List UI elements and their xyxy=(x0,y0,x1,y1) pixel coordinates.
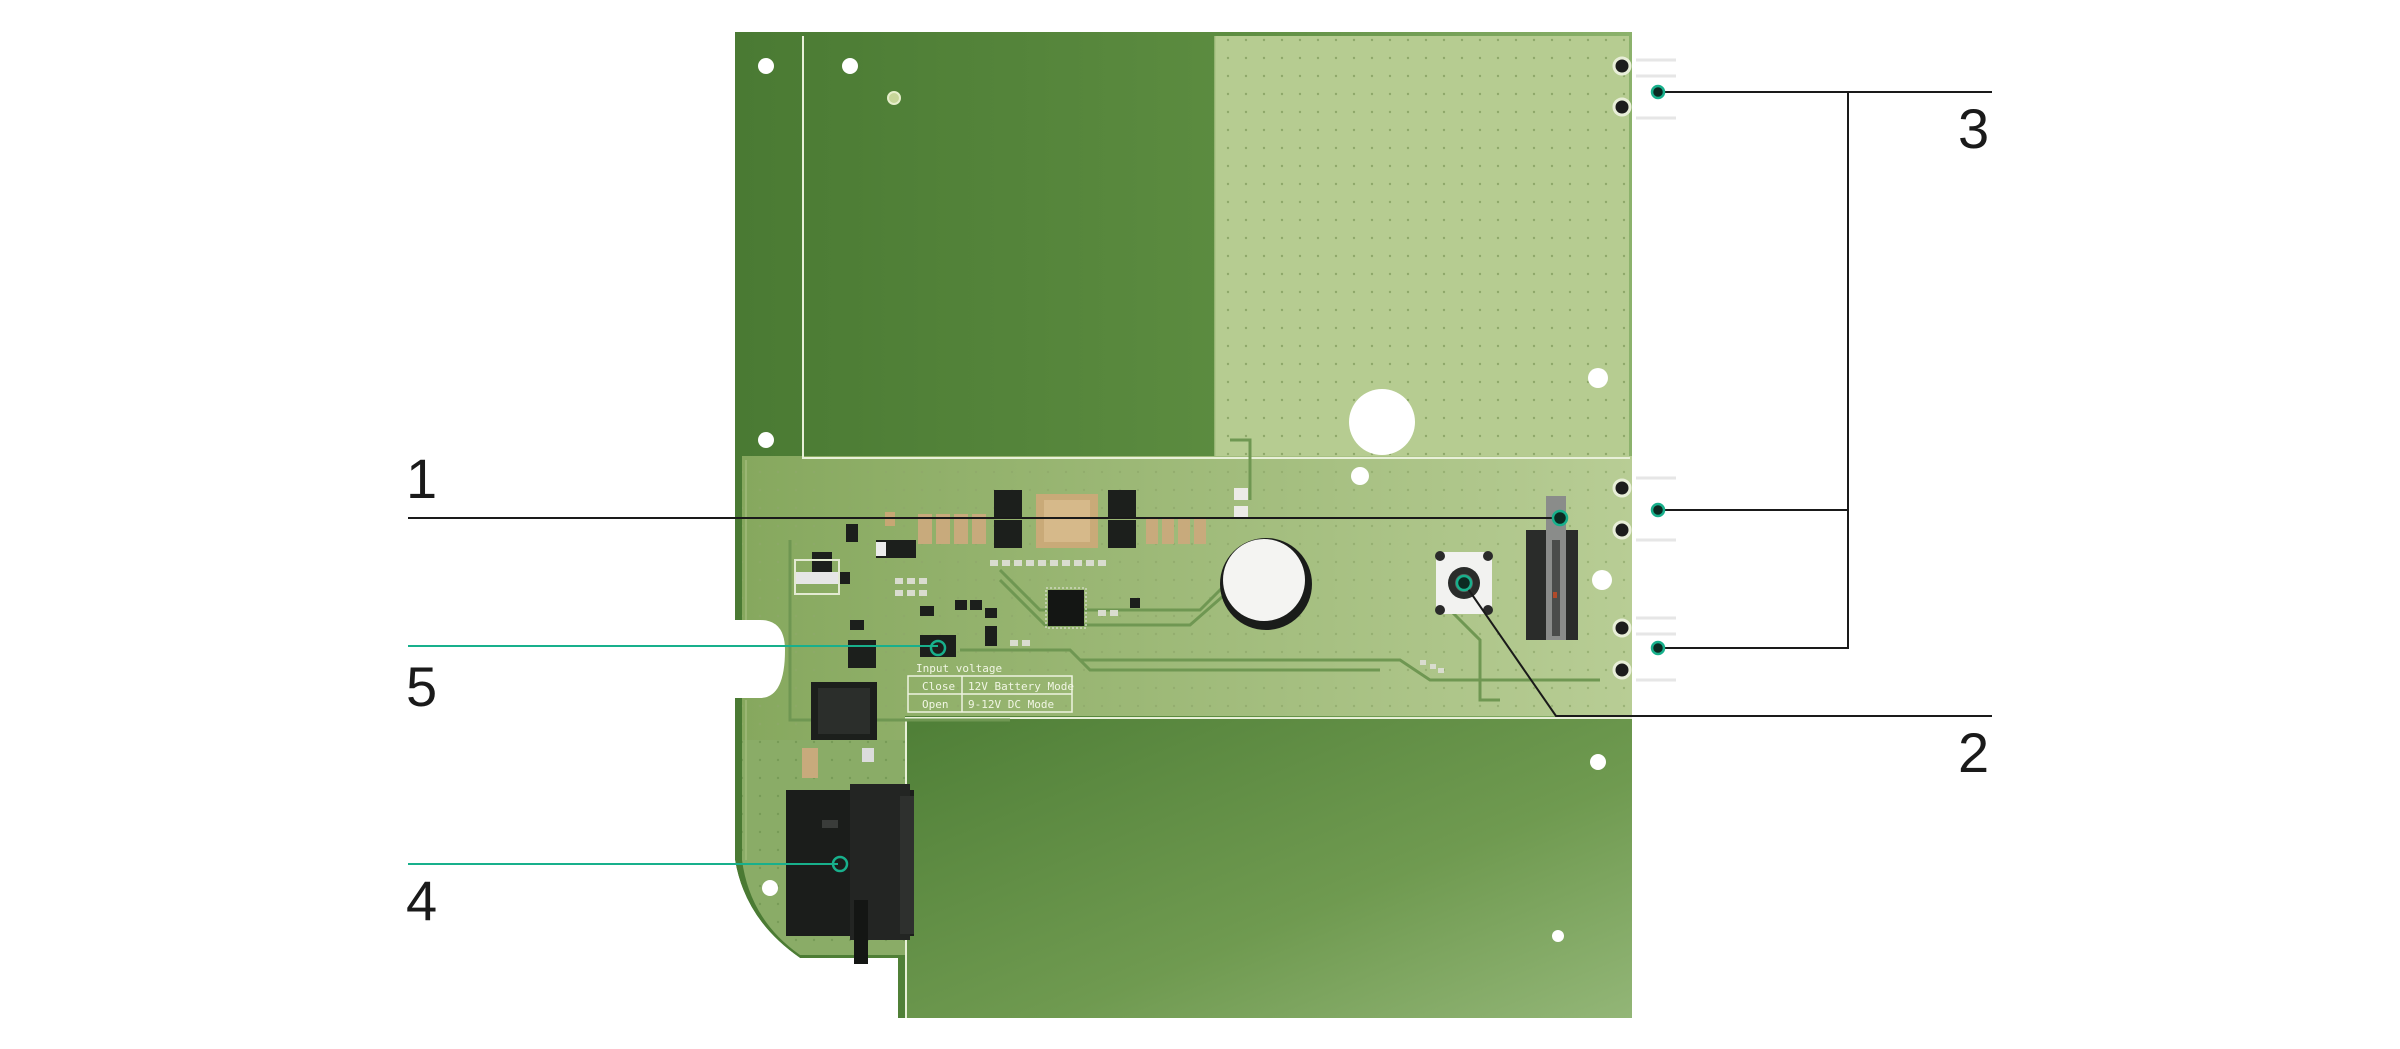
microcontroller xyxy=(1045,587,1087,629)
marker-3a xyxy=(1650,84,1666,100)
callout-number-1: 1 xyxy=(406,447,437,510)
callout-numbers: 1 2 3 4 5 xyxy=(406,97,1989,932)
marker-3b xyxy=(1650,502,1666,518)
smd-passives xyxy=(895,560,1444,673)
silk-open: Open xyxy=(922,698,949,711)
callout-number-3: 3 xyxy=(1958,97,1989,160)
marker-5 xyxy=(929,639,947,657)
mounting-holes xyxy=(758,58,1612,942)
callout-markers xyxy=(831,84,1666,873)
callout-number-5: 5 xyxy=(406,655,437,718)
silk-battery-mode: 12V Battery Mode xyxy=(968,680,1074,693)
marker-3c xyxy=(1650,640,1666,656)
callout-lines xyxy=(408,91,1992,865)
callout-number-2: 2 xyxy=(1958,721,1989,784)
test-pad xyxy=(887,91,901,105)
callout-line-2 xyxy=(1463,582,1992,717)
silk-dc-mode: 9-12V DC Mode xyxy=(968,698,1054,711)
marker-2 xyxy=(1455,574,1473,592)
callout-line-3 xyxy=(1658,91,1992,649)
silk-close: Close xyxy=(922,680,955,693)
power-components xyxy=(794,488,1248,595)
reed-switch xyxy=(1526,496,1578,640)
coin-battery xyxy=(1220,538,1312,630)
dark-smd-parts xyxy=(802,598,1140,778)
marker-1 xyxy=(1551,509,1569,527)
silkscreen-jumper-table: Input voltage Close 12V Battery Mode Ope… xyxy=(907,662,1074,713)
pcb-traces xyxy=(788,438,1600,722)
marker-4 xyxy=(831,855,849,873)
connector-pins xyxy=(1612,56,1676,682)
callout-number-4: 4 xyxy=(406,869,437,932)
silk-input-voltage: Input voltage xyxy=(916,662,1002,675)
